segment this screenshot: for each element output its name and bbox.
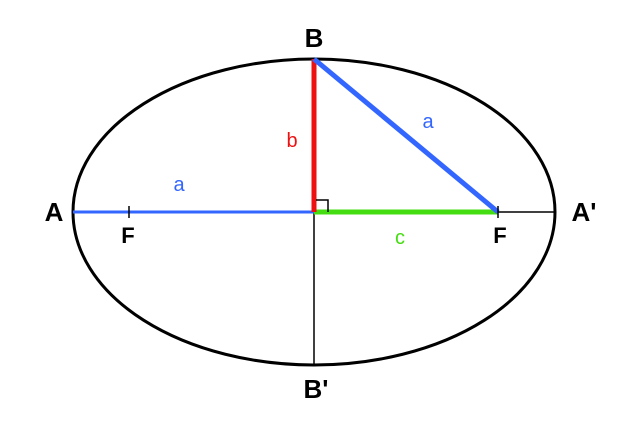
label-focus-left: F (121, 223, 134, 248)
label-segment-a-horizontal: a (173, 174, 185, 196)
label-b-top: B (305, 23, 324, 53)
hypotenuse-line (312, 57, 500, 214)
right-angle-marker (316, 199, 329, 212)
label-focus-right: F (493, 223, 506, 248)
label-segment-b: b (286, 130, 297, 152)
label-segment-c: c (395, 227, 405, 249)
label-segment-a-diagonal: a (422, 111, 434, 133)
label-a-left: A (45, 197, 64, 227)
label-a-right: A' (572, 197, 597, 227)
label-b-bottom: B' (304, 374, 329, 404)
